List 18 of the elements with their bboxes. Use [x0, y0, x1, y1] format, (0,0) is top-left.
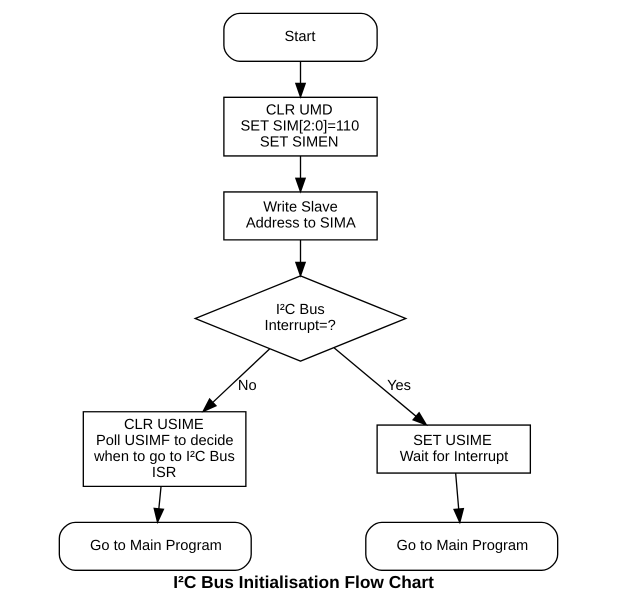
- node-box: Go to Main Program: [365, 522, 558, 571]
- edge-label: Yes: [387, 378, 412, 394]
- node-box: Go to Main Program: [58, 522, 252, 571]
- node-box: CLR USIME Poll USIMF to decide when to go to I²C Bus ISR: [82, 411, 247, 488]
- edge-label: No: [238, 378, 257, 394]
- arrow: [334, 347, 428, 426]
- node-box: CLR UMD SET SIM[2:0]=110 SET SIMEN: [223, 96, 378, 157]
- node-box: SET USIME Wait for Interrupt: [376, 424, 532, 474]
- arrow: [294, 240, 306, 278]
- arrow: [202, 348, 270, 413]
- arrow: [153, 486, 164, 524]
- arrow: [294, 61, 306, 99]
- node-diamond: I²C Bus Interrupt=?: [193, 275, 408, 362]
- arrow: [453, 473, 464, 524]
- node-box: Write Slave Address to SIMA: [223, 191, 378, 241]
- caption: I²C Bus Initialisation Flow Chart: [173, 572, 434, 592]
- node-box: Start: [223, 12, 378, 62]
- arrow: [294, 156, 306, 194]
